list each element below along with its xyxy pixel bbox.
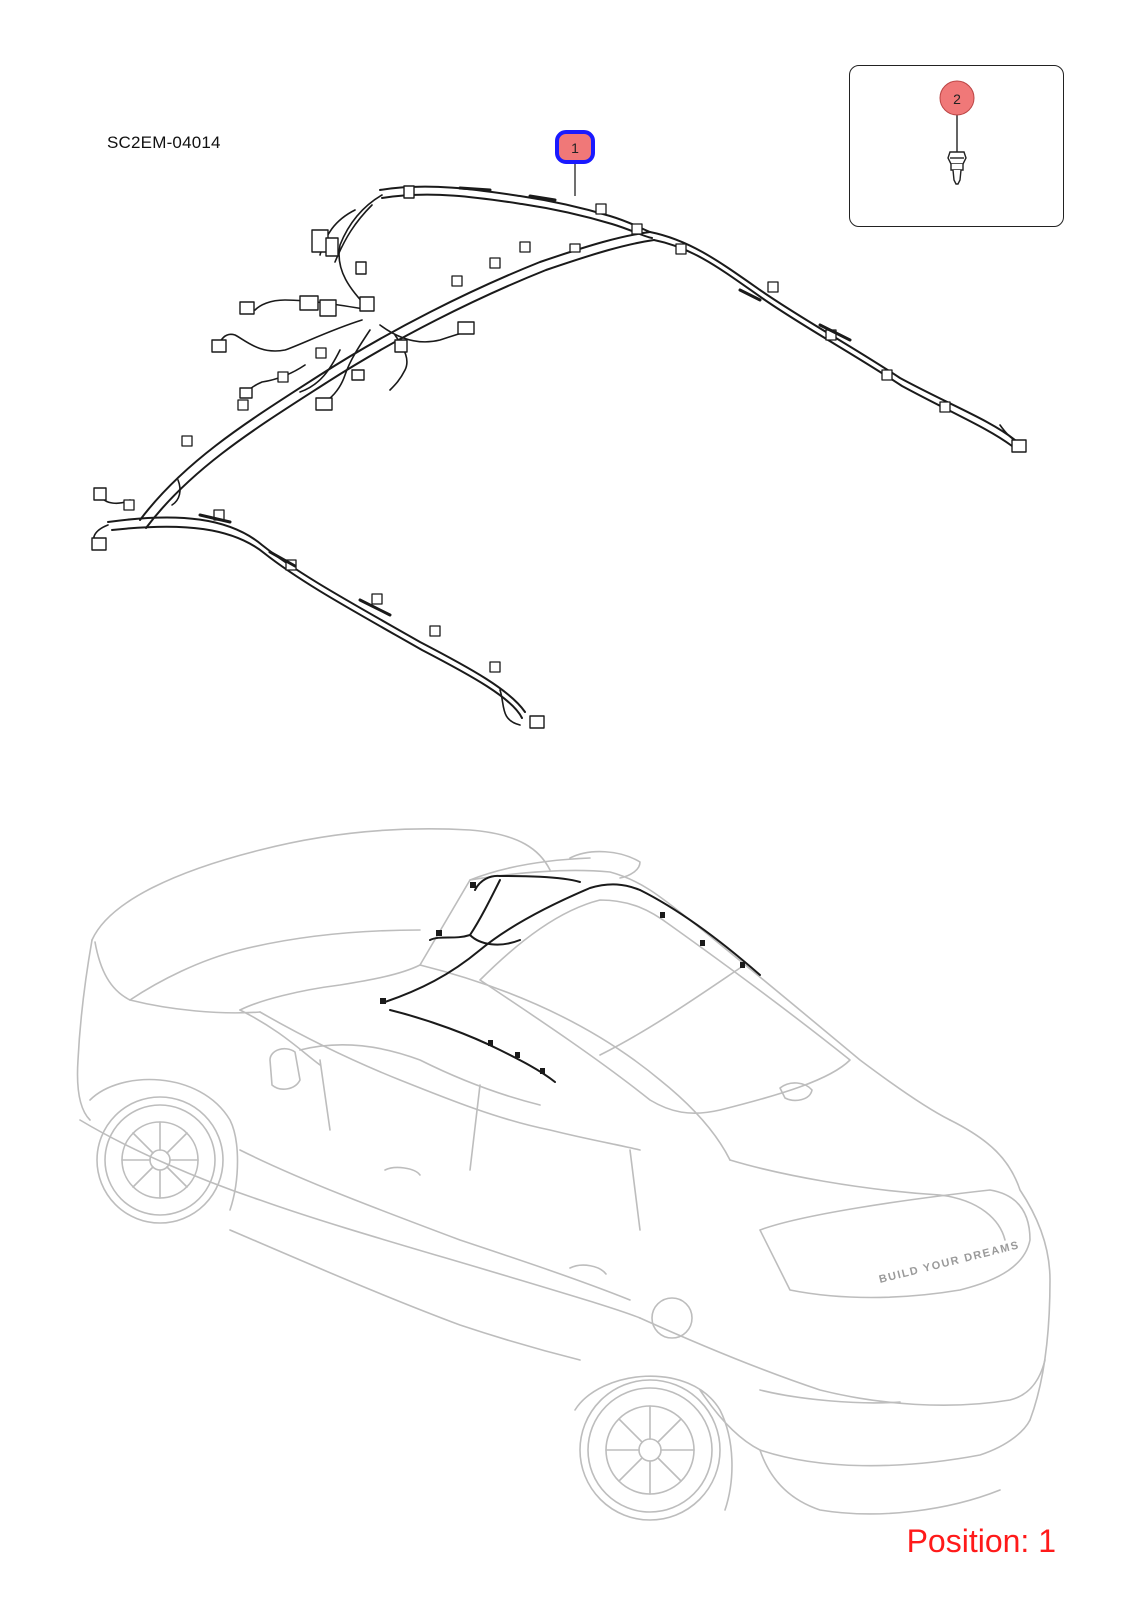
car-lettering-text: BUILD YOUR DREAMS [878, 1239, 1021, 1286]
harness-location-clips [380, 882, 745, 1074]
car-outline-drawing [76, 828, 1051, 1521]
harness-location-highlight [384, 874, 761, 1083]
callout-1-number: 1 [571, 140, 579, 156]
inset-detail-box [849, 65, 1064, 227]
position-label: Position: 1 [906, 1523, 1056, 1559]
wiring-harness-drawing [91, 185, 1027, 729]
callout-2[interactable]: 2 [939, 80, 975, 116]
diagram-code-label: SC2EM-04014 [107, 133, 221, 152]
callout-1[interactable]: 1 [555, 130, 595, 164]
clip-part-drawing [947, 114, 967, 185]
callout-2-number: 2 [953, 91, 961, 107]
